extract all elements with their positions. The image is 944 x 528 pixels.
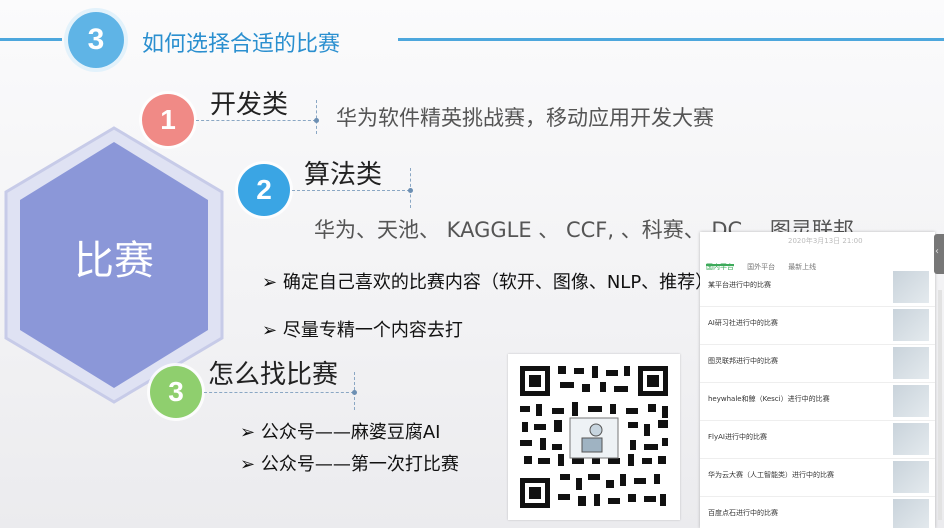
category-3-dot bbox=[352, 390, 357, 395]
find-item: ➢ 公众号——第一次打比赛 bbox=[240, 450, 459, 476]
thumbnail bbox=[893, 309, 929, 341]
category-2-badge: 2 bbox=[238, 164, 290, 216]
hexagon-shape bbox=[4, 126, 224, 404]
list-item[interactable]: AI研习社进行中的比赛 bbox=[700, 306, 935, 345]
competition-list-panel: 2020年3月13日 21:00 国内平台 国外平台 最新上线 某平台进行中的比… bbox=[700, 232, 935, 528]
thumbnail bbox=[893, 499, 929, 528]
list-item[interactable]: 某平台进行中的比赛 bbox=[700, 268, 935, 307]
panel-date: 2020年3月13日 21:00 bbox=[788, 237, 863, 245]
list-item-title: AI研习社进行中的比赛 bbox=[708, 319, 778, 327]
arrow-icon: ➢ bbox=[262, 320, 278, 341]
find-item: ➢ 公众号——麻婆豆腐AI bbox=[240, 418, 440, 444]
category-3-badge: 3 bbox=[150, 366, 202, 418]
panel-tabs: 国内平台 国外平台 最新上线 bbox=[706, 254, 824, 273]
thumbnail bbox=[893, 347, 929, 379]
tip-item: ➢ 尽量专精一个内容去打 bbox=[262, 316, 463, 342]
arrow-icon: ➢ bbox=[240, 454, 256, 475]
qr-code-image bbox=[520, 366, 668, 508]
list-item-title: heywhale和鲸（Kesci）进行中的比赛 bbox=[708, 395, 830, 403]
category-2-connector bbox=[292, 190, 410, 191]
list-item[interactable]: heywhale和鲸（Kesci）进行中的比赛 bbox=[700, 382, 935, 421]
tab-foreign[interactable]: 国外平台 bbox=[747, 263, 776, 271]
qr-code bbox=[508, 354, 680, 520]
list-item-title: 某平台进行中的比赛 bbox=[708, 281, 771, 289]
side-collapse-tab[interactable] bbox=[934, 234, 944, 274]
category-1-dot bbox=[314, 118, 319, 123]
list-item-title: 百度点石进行中的比赛 bbox=[708, 509, 778, 517]
arrow-icon: ➢ bbox=[240, 422, 256, 443]
list-item[interactable]: 华为云大赛（人工智能类）进行中的比赛 bbox=[700, 458, 935, 497]
category-3-label: 怎么找比赛 bbox=[208, 360, 339, 390]
category-3-connector bbox=[204, 392, 354, 393]
thumbnail bbox=[893, 385, 929, 417]
list-item[interactable]: 图灵联邦进行中的比赛 bbox=[700, 344, 935, 383]
chevron-left-icon: ‹ bbox=[935, 246, 939, 257]
category-1-desc: 华为软件精英挑战赛，移动应用开发大赛 bbox=[336, 106, 714, 130]
page-title: 如何选择合适的比赛 bbox=[142, 32, 341, 57]
list-item[interactable]: FlyAI进行中的比赛 bbox=[700, 420, 935, 459]
category-1-label: 开发类 bbox=[210, 90, 289, 120]
title-line-left bbox=[0, 38, 62, 41]
list-item-title: 图灵联邦进行中的比赛 bbox=[708, 357, 778, 365]
category-1-connector bbox=[196, 120, 316, 121]
thumbnail bbox=[893, 423, 929, 455]
tab-domestic[interactable]: 国内平台 bbox=[706, 263, 734, 271]
list-item-title: 华为云大赛（人工智能类）进行中的比赛 bbox=[708, 471, 834, 479]
tip-text: 确定自己喜欢的比赛内容（软开、图像、NLP、推荐） bbox=[282, 272, 714, 293]
tab-latest[interactable]: 最新上线 bbox=[788, 263, 817, 271]
category-1-divider bbox=[316, 100, 317, 134]
category-2-label: 算法类 bbox=[304, 160, 383, 190]
section-number-badge: 3 bbox=[68, 12, 124, 68]
category-2-dot bbox=[408, 188, 413, 193]
hexagon-label: 比赛 bbox=[74, 238, 154, 284]
find-text: 公众号——第一次打比赛 bbox=[260, 454, 459, 475]
thumbnail bbox=[893, 271, 929, 303]
category-1-badge: 1 bbox=[142, 94, 194, 146]
list-item[interactable]: 百度点石进行中的比赛 bbox=[700, 496, 935, 528]
scrollbar-track[interactable] bbox=[938, 290, 942, 520]
list-item-title: FlyAI进行中的比赛 bbox=[708, 433, 767, 441]
tip-item: ➢ 确定自己喜欢的比赛内容（软开、图像、NLP、推荐） bbox=[262, 268, 713, 294]
title-line-right bbox=[398, 38, 944, 41]
tip-text: 尽量专精一个内容去打 bbox=[282, 320, 463, 341]
arrow-icon: ➢ bbox=[262, 272, 278, 293]
tab-underline bbox=[706, 264, 734, 266]
find-text: 公众号——麻婆豆腐AI bbox=[260, 422, 441, 443]
thumbnail bbox=[893, 461, 929, 493]
